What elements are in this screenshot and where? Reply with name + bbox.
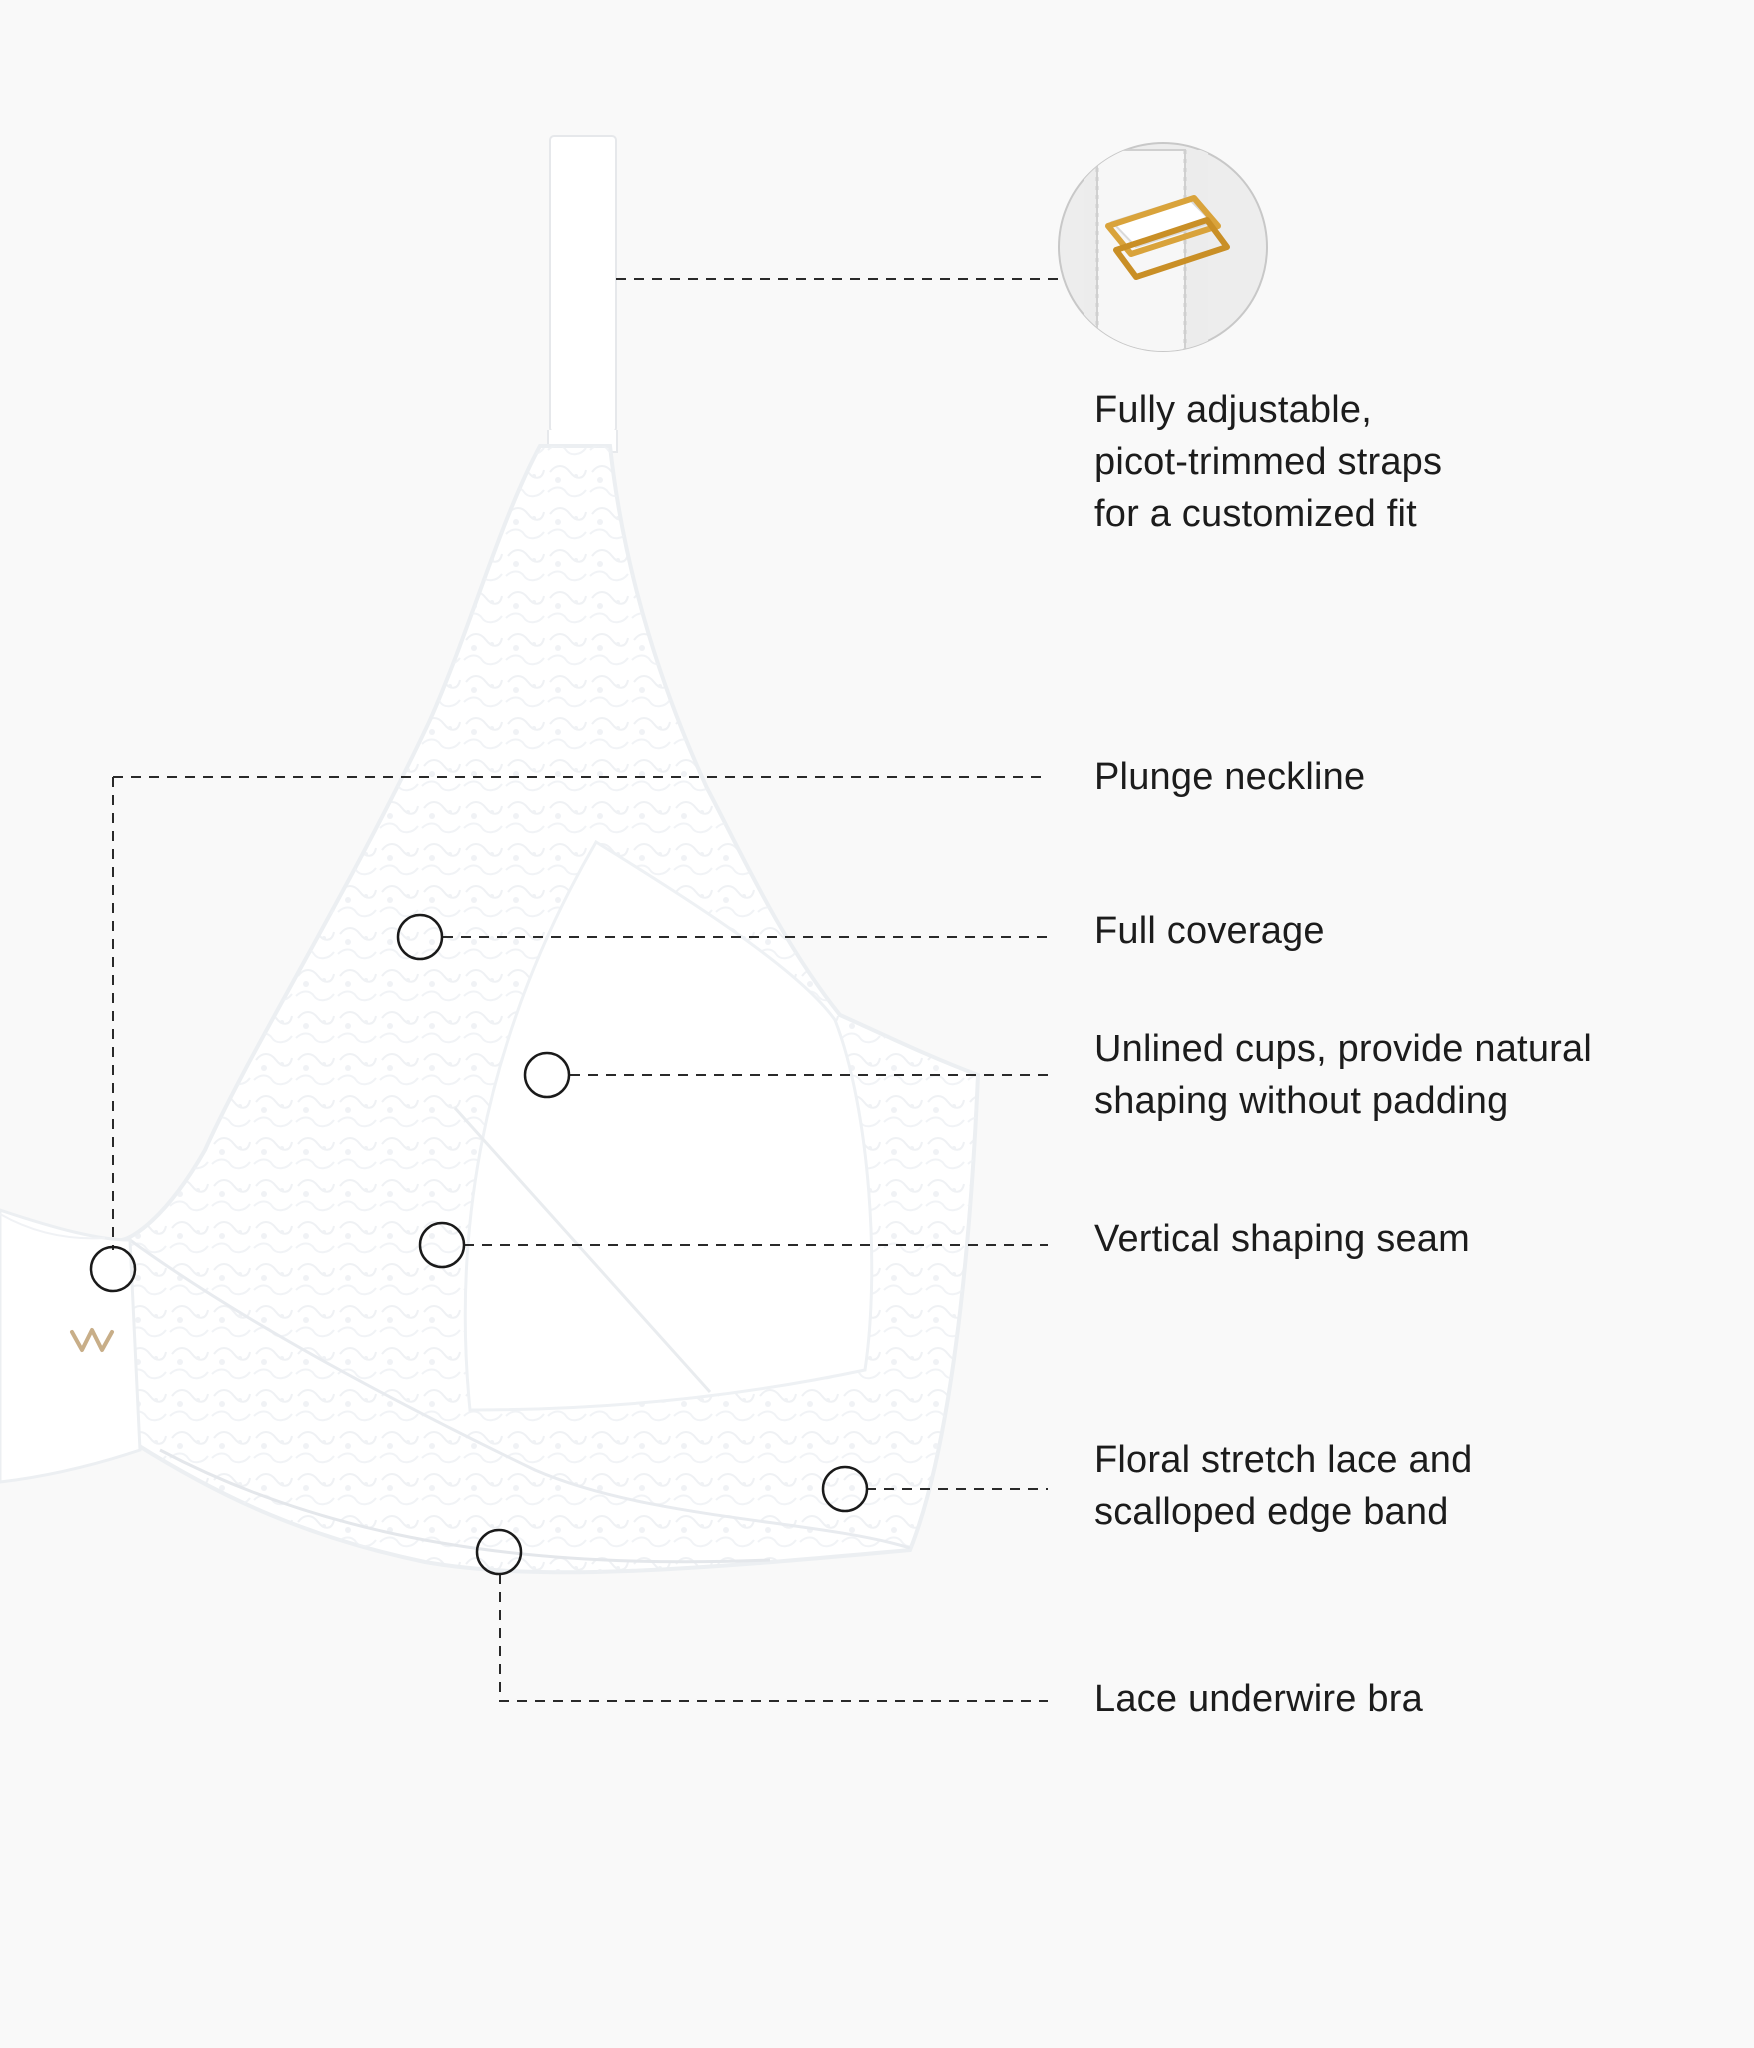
marker-cups: [523, 1051, 571, 1099]
marker-lace: [821, 1465, 869, 1513]
logo-emblem: [70, 1328, 114, 1352]
feature-label-lace: Floral stretch lace and scalloped edge b…: [1094, 1439, 1473, 1533]
feature-label-seam: Vertical shaping seam: [1094, 1218, 1470, 1260]
feature-label-coverage: Full coverage: [1094, 910, 1325, 952]
bra-garment: [0, 135, 981, 1575]
strap-detail-image: [1058, 142, 1268, 352]
callout-lines: [112, 278, 1060, 1702]
marker-seam: [418, 1221, 466, 1269]
feature-label-neckline: Plunge neckline: [1094, 756, 1366, 798]
feature-label-cups: Unlined cups, provide natural shaping wi…: [1094, 1028, 1592, 1122]
feature-label-strap: Fully adjustable, picot-trimmed straps f…: [1094, 389, 1443, 535]
marker-neckline: [89, 1245, 137, 1293]
callout-markers: [89, 913, 869, 1576]
callout-line-neckline: [112, 776, 1048, 1250]
marker-coverage: [396, 913, 444, 961]
callout-line-underwire: [499, 1574, 1048, 1702]
feature-label-underwire: Lace underwire bra: [1094, 1678, 1423, 1720]
marker-underwire: [475, 1528, 523, 1576]
